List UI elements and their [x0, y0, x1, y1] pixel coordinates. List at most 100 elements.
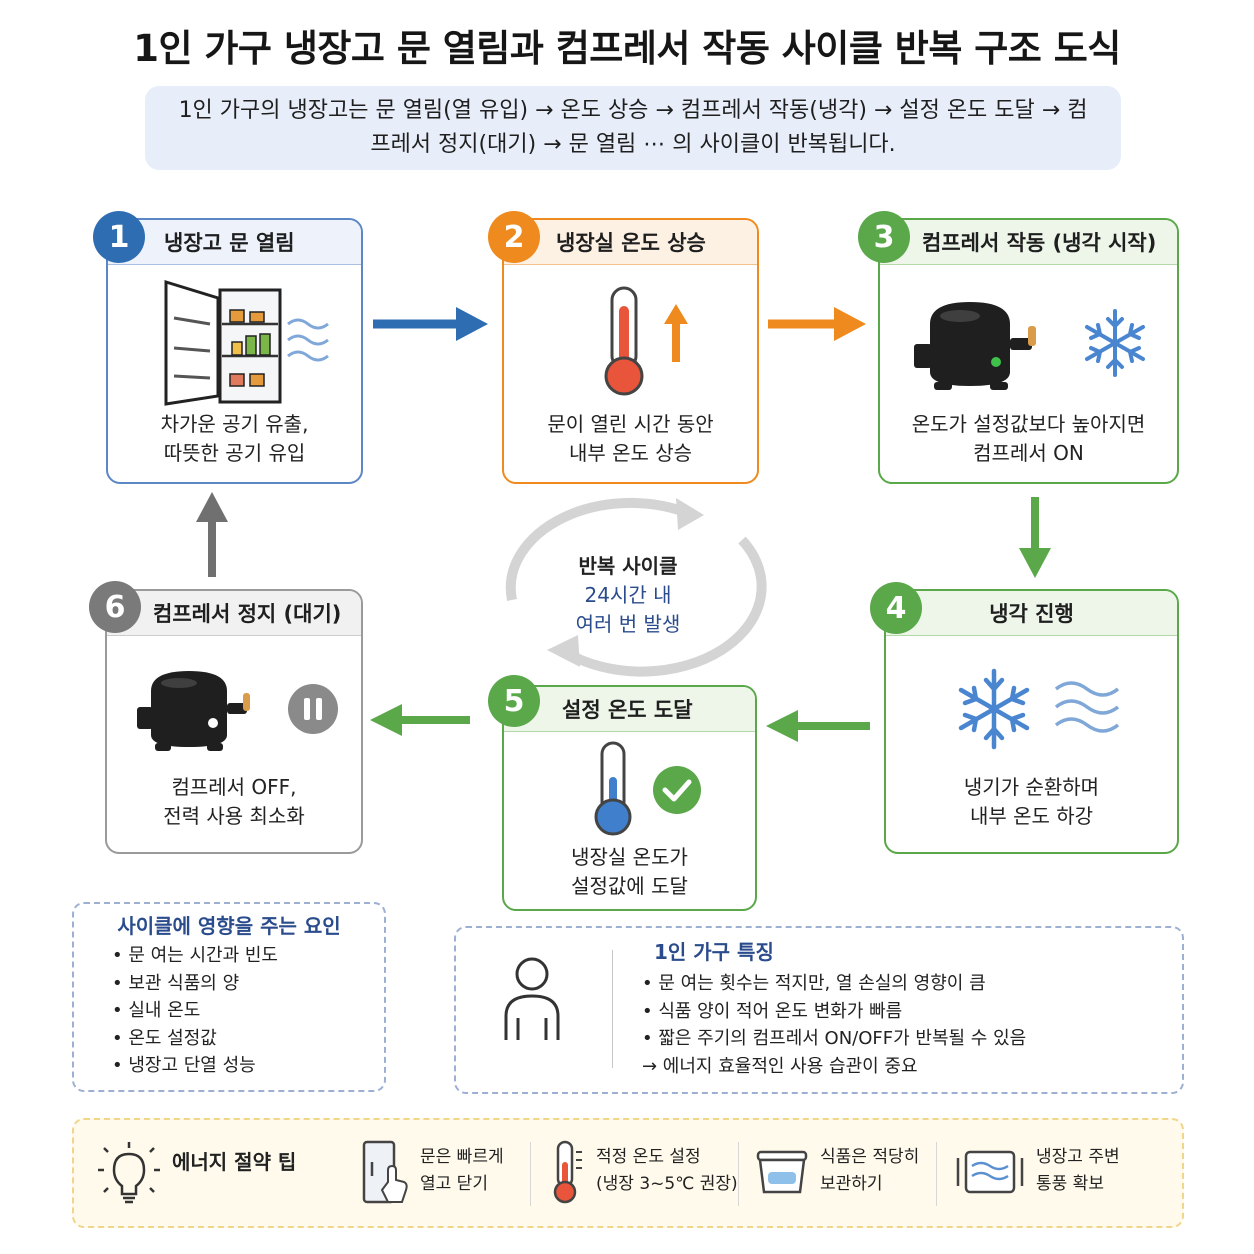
tip-4-text: 냉장고 주변 통풍 확보 — [1036, 1144, 1120, 1198]
step-1-card: 냉장고 문 열림 차가운 공기 유출, 따뜻한 공기 유입 — [106, 218, 363, 484]
step-5-title: 설정 온도 도달 — [504, 687, 755, 732]
step-6-badge: 6 — [89, 581, 141, 633]
list-item: • 문 여는 시간과 빈도 — [112, 945, 278, 966]
snowflake-icon — [1085, 309, 1145, 377]
step-5-badge: 5 — [488, 675, 540, 727]
cycle-arrows — [505, 497, 767, 677]
factors-box: 사이클에 영향을 주는 요인 • 문 여는 시간과 빈도 • 보관 식품의 양 … — [72, 902, 386, 1092]
step-2-card: 냉장실 온도 상승 문이 열린 시간 동안 내부 온도 상승 — [502, 218, 759, 484]
divider — [530, 1142, 531, 1206]
step-5-desc-line1: 냉장실 온도가 — [571, 845, 688, 869]
single-list: • 문 여는 횟수는 적지만, 열 손실의 영향이 큼 • 식품 양이 적어 온… — [642, 970, 1026, 1080]
arrow-5-to-6 — [370, 704, 470, 736]
thermometer-hot-icon — [604, 286, 688, 396]
step-1-desc: 차가운 공기 유출, 따뜻한 공기 유입 — [108, 410, 361, 468]
step-5-card: 설정 온도 도달 냉장실 온도가 설정값에 도달 — [502, 685, 757, 911]
tip-2-line1: 적정 온도 설정 — [596, 1147, 701, 1167]
cycle-line3: 여러 번 발생 — [575, 612, 681, 636]
intro-text: 1인 가구의 냉장고는 문 열림(열 유입) → 온도 상승 → 컴프레서 작동… — [178, 98, 1088, 157]
step-1-badge: 1 — [93, 211, 145, 263]
step-3-title: 컴프레서 작동 (냉각 시작) — [880, 220, 1177, 265]
single-household-box: 1인 가구 특징 • 문 여는 횟수는 적지만, 열 손실의 영향이 큼 • 식… — [454, 926, 1184, 1094]
lightbulb-icon — [98, 1142, 160, 1204]
list-item: • 보관 식품의 양 — [112, 972, 240, 994]
step-3-desc-line1: 온도가 설정값보다 높아지면 — [911, 412, 1146, 436]
step-4-badge: 4 — [870, 582, 922, 634]
step-6-card: 컴프레서 정지 (대기) 컴프레서 OFF, 전력 사용 최소화 — [105, 589, 363, 854]
compressor-pause-icon — [137, 671, 250, 751]
tip-4-line1: 냉장고 주변 — [1036, 1147, 1120, 1167]
step-6-desc-line2: 전력 사용 최소화 — [163, 804, 305, 828]
tip-2-line2: (냉장 3~5℃ 권장) — [596, 1174, 738, 1194]
pause-icon — [288, 684, 338, 734]
tip-3-text: 식품은 적당히 보관하기 — [820, 1144, 919, 1198]
step-1-title: 냉장고 문 열림 — [108, 220, 361, 265]
step-2-title: 냉장실 온도 상승 — [504, 220, 757, 265]
check-icon — [653, 766, 701, 814]
divider — [612, 950, 613, 1068]
tip-3-line2: 보관하기 — [820, 1174, 883, 1194]
tip-4-line2: 통풍 확보 — [1036, 1174, 1104, 1194]
tip-1-text: 문은 빠르게 열고 닫기 — [420, 1144, 504, 1198]
arrow-4-to-5 — [766, 710, 870, 742]
intro-box: 1인 가구의 냉장고는 문 열림(열 유입) → 온도 상승 → 컴프레서 작동… — [145, 86, 1121, 170]
list-item: • 짧은 주기의 컴프레서 ON/OFF가 반복될 수 있음 — [642, 1028, 1027, 1049]
tip-1-line1: 문은 빠르게 — [420, 1147, 504, 1167]
arrow-3-to-4 — [1019, 497, 1051, 578]
open-fridge-icon — [164, 279, 329, 406]
step-6-title: 컴프레서 정지 (대기) — [107, 591, 361, 636]
tip-3-line1: 식품은 적당히 — [820, 1147, 920, 1167]
cycle-label: 반복 사이클 24시간 내 여러 번 발생 — [530, 552, 726, 639]
conclusion: → 에너지 효율적인 사용 습관이 중요 — [642, 1055, 918, 1077]
step-1-desc-line2: 따뜻한 공기 유입 — [163, 441, 306, 465]
step-2-badge: 2 — [488, 211, 540, 263]
step-3-badge: 3 — [858, 211, 910, 263]
step-3-desc-line2: 컴프레서 ON — [973, 441, 1084, 465]
factors-title: 사이클에 영향을 주는 요인 — [117, 914, 341, 938]
list-item: • 실내 온도 — [112, 1000, 201, 1021]
compressor-icon — [914, 302, 1036, 390]
door-hand-icon — [362, 1140, 408, 1204]
list-item: • 식품 양이 적어 온도 변화가 빠름 — [642, 1000, 903, 1022]
food-container-icon — [756, 1150, 808, 1194]
step-4-title: 냉각 진행 — [886, 591, 1177, 636]
step-5-desc: 냉장실 온도가 설정값에 도달 — [504, 843, 755, 901]
step-3-desc: 온도가 설정값보다 높아지면 컴프레서 ON — [880, 410, 1177, 468]
tip-1-line2: 열고 닫기 — [420, 1174, 488, 1194]
step-1-desc-line1: 차가운 공기 유출, — [160, 412, 309, 436]
divider — [738, 1142, 739, 1206]
step-4-card: 냉각 진행 냉기가 순환하며 내부 온도 하강 — [884, 589, 1179, 854]
page-title: 1인 가구 냉장고 문 열림과 컴프레서 작동 사이클 반복 구조 도식 — [133, 27, 1121, 70]
step-2-desc: 문이 열린 시간 동안 내부 온도 상승 — [504, 410, 757, 468]
cold-air-wave-icon — [1054, 681, 1120, 733]
step-2-desc-line2: 내부 온도 상승 — [568, 441, 693, 465]
ventilation-icon — [956, 1150, 1024, 1194]
list-item: • 문 여는 횟수는 적지만, 열 손실의 영향이 큼 — [642, 973, 986, 994]
step-6-desc-line1: 컴프레서 OFF, — [171, 775, 297, 799]
step-5-desc-line2: 설정값에 도달 — [571, 874, 688, 898]
step-4-desc-line2: 내부 온도 하강 — [969, 804, 1094, 828]
cycle-title: 반복 사이클 — [578, 554, 678, 578]
single-title: 1인 가구 특징 — [654, 940, 774, 964]
step-3-card: 컴프레서 작동 (냉각 시작) 온도가 설정값보다 높아지면 컴프레서 ON — [878, 218, 1179, 484]
person-icon — [504, 957, 560, 1040]
factors-list: • 문 여는 시간과 빈도 • 보관 식품의 양 • 실내 온도 • 온도 설정… — [112, 942, 278, 1080]
energy-tips-box: 에너지 절약 팁 문은 빠르게 열고 닫기 적정 온도 설정 (냉장 3~5℃ … — [72, 1118, 1184, 1228]
arrow-2-to-3 — [768, 307, 866, 341]
tips-title: 에너지 절약 팁 — [172, 1150, 297, 1174]
arrow-6-to-1 — [196, 492, 228, 577]
step-6-desc: 컴프레서 OFF, 전력 사용 최소화 — [107, 773, 361, 831]
step-2-desc-line1: 문이 열린 시간 동안 — [547, 412, 714, 436]
thermometer-cold-icon — [594, 741, 632, 836]
cycle-line2: 24시간 내 — [584, 583, 672, 607]
step-4-desc: 냉기가 순환하며 내부 온도 하강 — [886, 773, 1177, 831]
list-item: • 온도 설정값 — [112, 1027, 217, 1049]
arrow-1-to-2 — [373, 307, 488, 341]
snowflake-icon — [958, 668, 1030, 750]
divider — [936, 1142, 937, 1206]
thermometer-icon — [553, 1140, 582, 1204]
tip-2-text: 적정 온도 설정 (냉장 3~5℃ 권장) — [596, 1144, 738, 1198]
step-4-desc-line1: 냉기가 순환하며 — [963, 775, 1100, 799]
list-item: • 냉장고 단열 성능 — [112, 1055, 256, 1076]
